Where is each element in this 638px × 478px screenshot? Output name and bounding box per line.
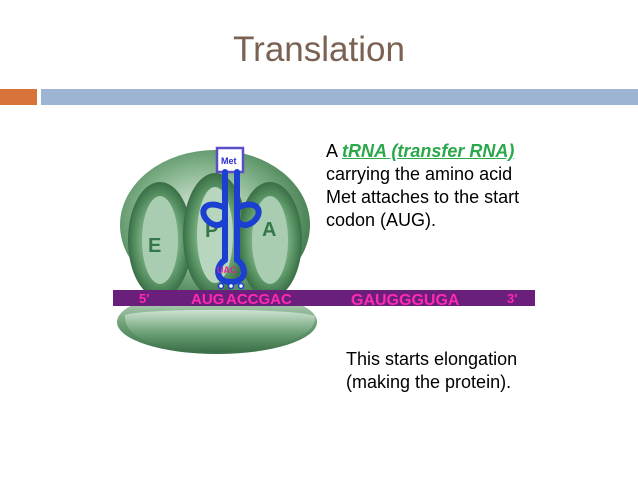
explanation-line-4: codon (AUG). xyxy=(326,210,437,230)
slide-title: Translation xyxy=(233,30,405,69)
mrna-5-prime-label: 5' xyxy=(139,291,149,306)
explanation-text: A tRNA (transfer RNA) carrying the amino… xyxy=(326,140,626,232)
ribosome-diagram: E P A Met UAC 5' AUG ACCGAC GAUGGGUGA 3' xyxy=(113,146,535,354)
mrna-sequence: GAUGGGUGA xyxy=(351,292,460,309)
elongation-note: This starts elongation (making the prote… xyxy=(346,348,626,394)
mrna-hidden-segment: ACCGAC xyxy=(226,291,292,308)
trna-term: tRNA (transfer RNA) xyxy=(342,141,515,161)
site-label-e: E xyxy=(148,235,161,257)
anticodon-label: UAC xyxy=(217,265,237,275)
mrna-strand xyxy=(113,290,535,306)
mrna-start-codon: AUG xyxy=(191,291,224,308)
explanation-line-3: Met attaches to the start xyxy=(326,187,520,207)
elongation-note-line-2: (making the protein). xyxy=(346,372,512,392)
elongation-note-line-1: This starts elongation xyxy=(346,349,518,369)
title-rule-blue xyxy=(41,89,638,105)
explanation-line-2: carrying the amino acid xyxy=(326,164,513,184)
codon-pairing-dots xyxy=(217,282,245,290)
mrna-3-prime-label: 3' xyxy=(507,291,517,306)
explanation-prefix: A xyxy=(326,141,343,161)
ribosome-lobe-right-highlight xyxy=(252,196,288,284)
small-subunit-front xyxy=(124,309,316,352)
site-label-a: A xyxy=(262,219,276,241)
explanation-line-1: A tRNA (transfer RNA) xyxy=(326,140,626,163)
met-amino-acid-box xyxy=(215,146,245,174)
title-rule-orange xyxy=(0,89,37,105)
ribosome-lobe-left-highlight xyxy=(142,196,178,284)
trna-molecule xyxy=(200,169,262,286)
met-amino-acid-label: Met xyxy=(221,156,237,166)
